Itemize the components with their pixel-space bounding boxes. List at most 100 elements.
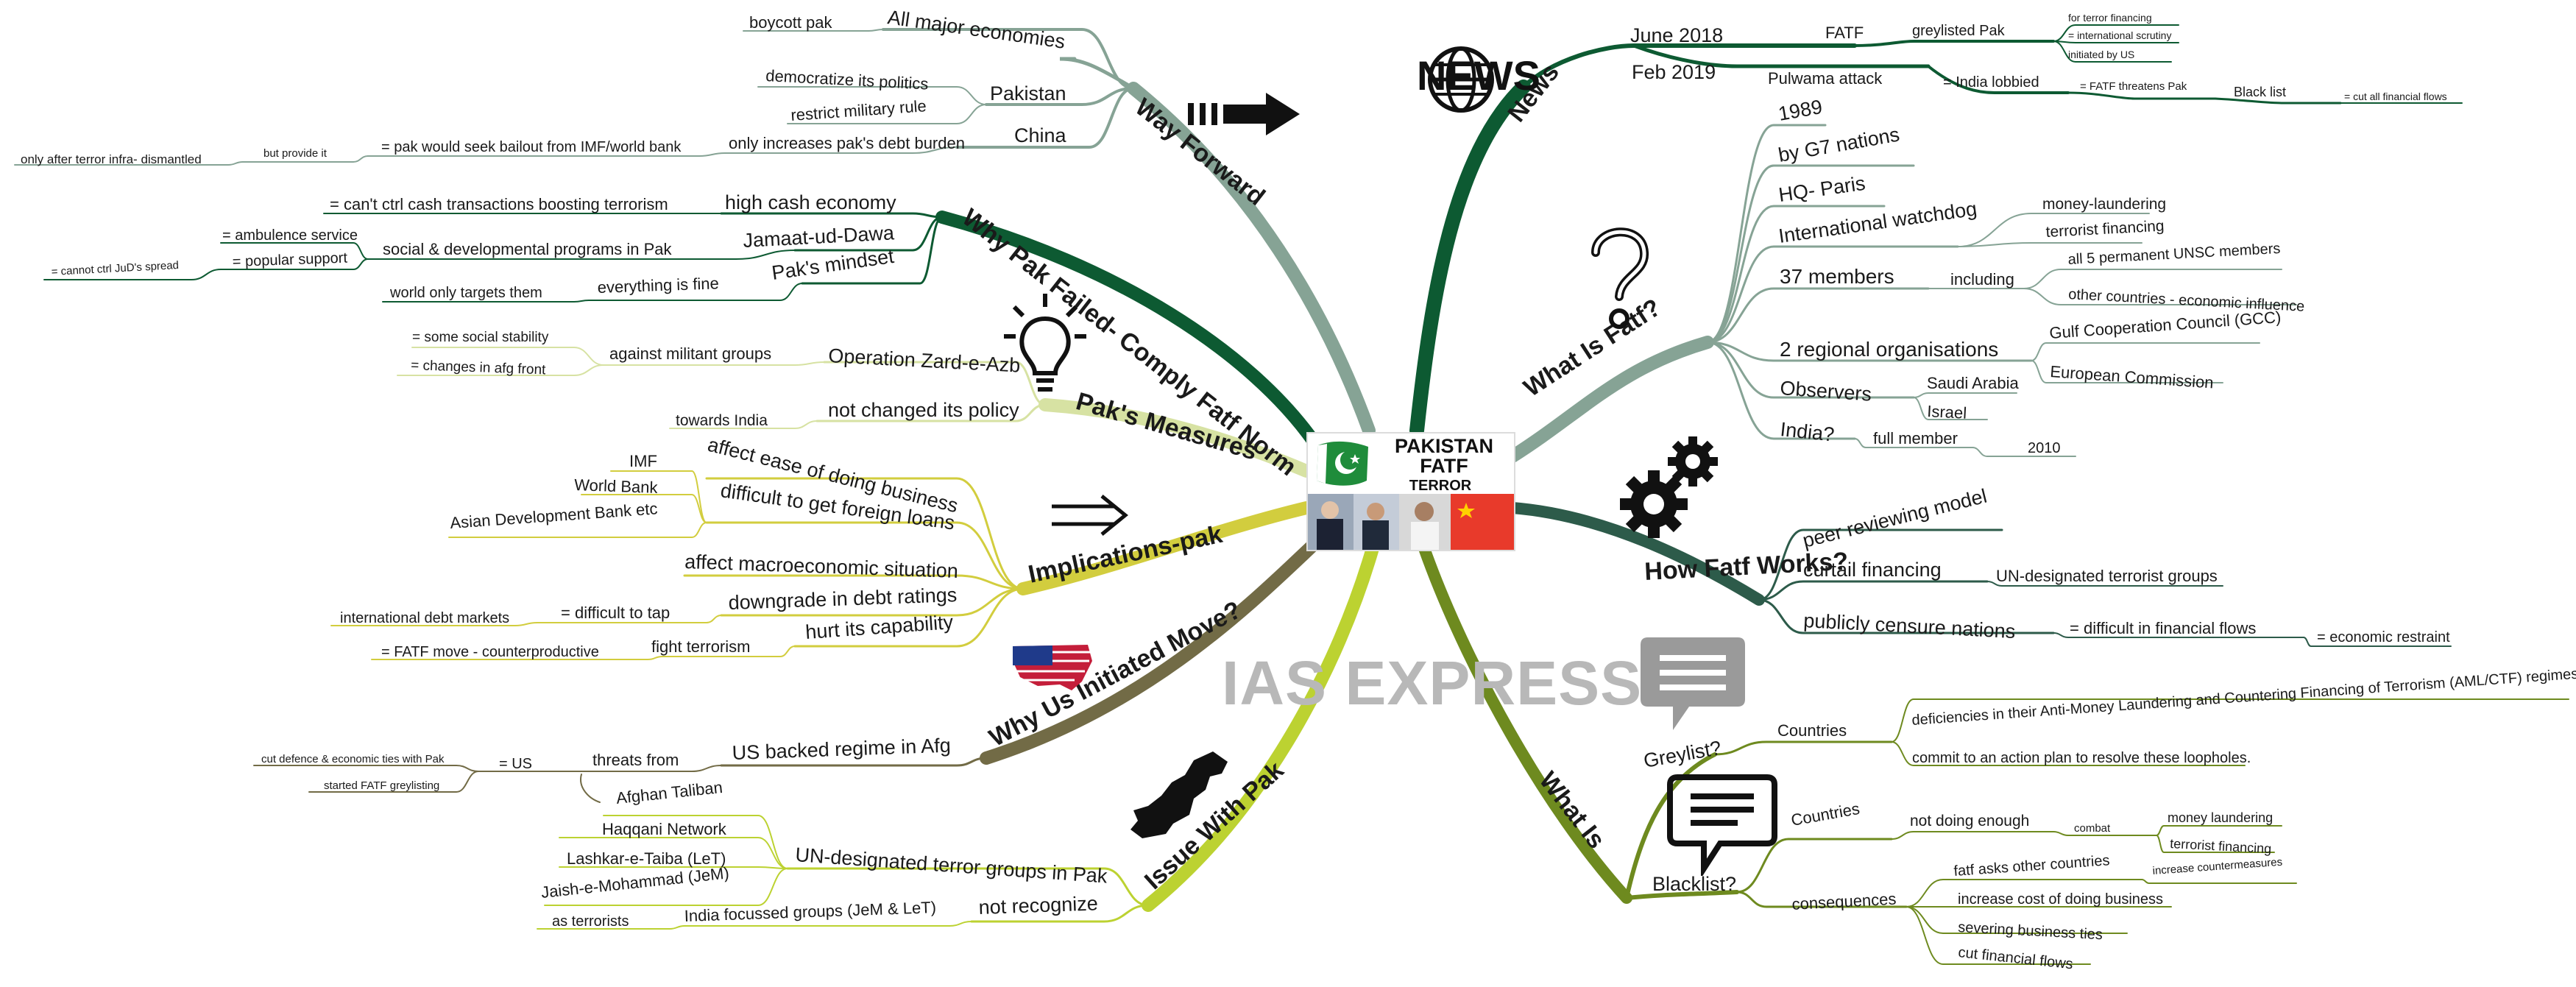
- fail-cant-ctrl: = can't ctrl cash transactions boosting …: [330, 195, 668, 213]
- branch-line: [1706, 287, 1930, 344]
- news-fatf-threatens: = FATF threatens Pak: [2080, 80, 2187, 93]
- whatis-severing: severing business ties: [1958, 919, 2103, 943]
- fatf-2010: 2010: [2028, 440, 2061, 456]
- branch-line: [1758, 580, 1989, 601]
- whatis-tf: terrorist financing: [2170, 836, 2272, 856]
- news-pulwama: Pulwama attack: [1768, 69, 1883, 88]
- way-restrict: restrict military rule: [790, 96, 927, 124]
- branch-line: [537, 615, 722, 623]
- branch-line: [1913, 397, 1988, 420]
- fatf-ml: money-laundering: [2042, 196, 2166, 213]
- branch-line: [1986, 581, 2223, 587]
- fail-world-targets: world only targets them: [389, 285, 542, 301]
- fail-popular: = popular support: [232, 250, 347, 270]
- branch-line: [1735, 891, 1908, 908]
- how-curtail: curtail financing: [1803, 559, 1942, 581]
- branch-news: [1409, 79, 1531, 438]
- branch-line: [1957, 242, 2142, 247]
- branch-line: [2023, 288, 2297, 305]
- gears-icon: [1620, 436, 1718, 538]
- branch-line: [2156, 835, 2275, 853]
- branch-line: [724, 146, 958, 154]
- branch-line: [684, 921, 972, 927]
- branch-line: [2053, 831, 2157, 836]
- branch-line: [2031, 342, 2260, 361]
- us-cut-defence: cut defence & economic ties with Pak: [261, 753, 445, 765]
- branch-line: [720, 212, 944, 219]
- issue-let: Lashkar-e-Taiba (LeT): [567, 849, 726, 868]
- measures-zarb: Operation Zard-e-Azb: [828, 344, 1021, 377]
- branch-line: [308, 771, 479, 793]
- branch-what-is-fatf: [1506, 336, 1714, 463]
- arrow-right-icon: [1188, 93, 1300, 135]
- impl-macro: affect macroeconomic situation: [684, 551, 959, 582]
- whatis-increase-counter: increase countermeasures: [2152, 856, 2283, 877]
- branch-line: [757, 86, 987, 105]
- branch-line: [253, 765, 479, 772]
- way-only-after: only after terror infra- dismantled: [21, 152, 202, 166]
- how-censure: publicly censure nations: [1803, 609, 2016, 643]
- branch-line: [2067, 91, 2217, 100]
- whatis-blacklist: Blacklist?: [1652, 873, 1736, 895]
- impl-difficult-tap: = difficult to tap: [561, 604, 670, 622]
- branch-line: [1735, 838, 1893, 894]
- center-photo-collage: [1308, 494, 1514, 550]
- branch-line: [382, 300, 590, 303]
- how-peer: peer reviewing model: [1800, 485, 1989, 552]
- impl-world-bank: World Bank: [574, 475, 659, 497]
- issue-haqqani: Haqqani Network: [602, 820, 727, 838]
- branch-line: [220, 258, 369, 270]
- branch-line: [2303, 637, 2452, 647]
- branch-line: [220, 242, 369, 260]
- branch-way-forward: [1127, 82, 1376, 437]
- branch-line: [330, 622, 538, 626]
- branch-line: [1906, 906, 2091, 965]
- branch-line: [1632, 43, 1931, 68]
- way-bailout: = pak would seek bailout from IMF/world …: [381, 139, 682, 155]
- branch-line: [1706, 341, 1915, 399]
- branch-line: [793, 587, 1025, 648]
- branch-line: [1891, 831, 2054, 840]
- impl-imf: IMF: [629, 452, 657, 470]
- branch-line: [242, 155, 369, 163]
- branch-line: [669, 420, 818, 429]
- branch-why-pak-failed: [935, 211, 1320, 448]
- fail-ambulance: = ambulence service: [222, 227, 358, 244]
- branch-line: [581, 765, 722, 772]
- whatis-cut-flows: cut financial flows: [1957, 944, 2073, 972]
- impl-intl-debt: international debt markets: [340, 610, 509, 626]
- branch-line: [1906, 879, 2142, 908]
- branch-line: [588, 283, 803, 301]
- way-democratize: democratize its politics: [765, 66, 929, 93]
- branch-line: [2214, 97, 2342, 105]
- fatf-full-member: full member: [1873, 429, 1958, 447]
- pakistan-map-icon: [1130, 751, 1228, 838]
- branch-line: [1854, 438, 1973, 448]
- fatf-1989: 1989: [1777, 96, 1824, 125]
- issue-not-recognize: not recognize: [978, 892, 1098, 919]
- usa-map-icon: [1013, 645, 1092, 690]
- whatis-combat: combat: [2074, 822, 2111, 835]
- impl-fight-terror: fight terrorism: [651, 637, 750, 656]
- question-mark-icon: [1591, 227, 1649, 329]
- watermark: IAS EXPRESS: [1222, 648, 1643, 718]
- branch-line: [662, 645, 796, 657]
- branch-line: [882, 28, 1135, 90]
- branch-line: [14, 161, 244, 166]
- measures-stability: = some social stability: [412, 330, 549, 345]
- news-india-lobbied: = India lobbied: [1943, 74, 2039, 91]
- branch-line: [1853, 40, 2055, 47]
- branch-line: [1624, 890, 1739, 900]
- us-dashed-arrow: [580, 774, 601, 803]
- way-boycott: boycott pak: [749, 13, 833, 32]
- news-cut-all: = cut all financial flows: [2344, 91, 2447, 102]
- branch-line: [537, 925, 685, 930]
- branch-line: [43, 269, 222, 280]
- fatf-g7: by G7 nations: [1777, 123, 1901, 166]
- whatis-countries-b: Countries: [1790, 799, 1861, 829]
- center-title: PAKISTAN FATF: [1378, 436, 1510, 476]
- branch-line: [397, 364, 604, 376]
- branch-line: [1758, 598, 2055, 634]
